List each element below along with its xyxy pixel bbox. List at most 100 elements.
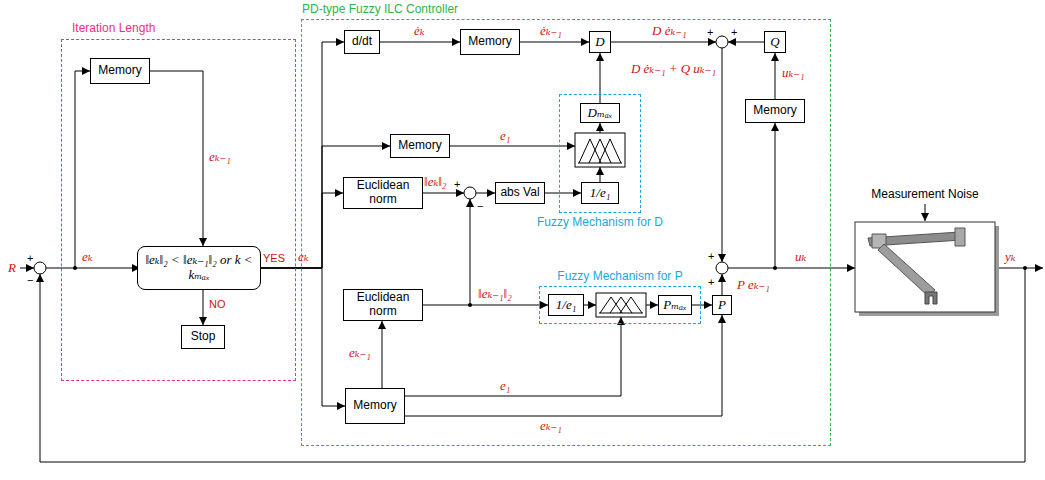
sum-junction [34, 262, 46, 274]
block-text: P [718, 298, 726, 313]
signal-label: D ėₖ₋₁ [652, 24, 687, 38]
signal-connector [150, 71, 203, 246]
iteration-group: Iteration LengthMemory‖eₖ‖₂ < ‖eₖ₋₁‖₂ or… [62, 40, 295, 380]
sum-sign: − [27, 274, 33, 286]
edge-label: uₖ₋₁ [782, 66, 805, 80]
block-text: Q [770, 35, 779, 50]
membership-triangles [599, 297, 643, 313]
junction-dot [773, 266, 777, 270]
gain-limit-block: Dₘₐₓ [580, 103, 620, 123]
signal-connector [520, 42, 589, 43]
block-text: D [595, 35, 604, 50]
signal-connector [382, 321, 383, 388]
signal-label: yₖ [1005, 250, 1016, 264]
fuzzy-membership-symbol [596, 293, 646, 317]
fuzzy-membership-symbol [575, 133, 625, 167]
gain-limit-block: Pₘₐₓ [658, 295, 692, 315]
wire [995, 268, 1043, 269]
signal-label: D ėₖ₋₁ + Q uₖ₋₁ [631, 62, 716, 76]
memory-block: Memory [745, 99, 805, 123]
wire [646, 305, 658, 306]
wire [20, 268, 34, 269]
sum-sign: + [708, 250, 714, 262]
block-text: Pₘₐₓ [663, 298, 686, 313]
noise-label: Measurement Noise [871, 188, 978, 201]
group-title: PD-type Fuzzy ILC Controller [302, 2, 458, 16]
wires [20, 36, 1043, 462]
block-text: abs Val [500, 186, 539, 200]
block-text: d/dt [352, 35, 372, 49]
robot-gripper [925, 292, 937, 304]
edge-label: eₖ₋₁ [209, 150, 231, 164]
sum-sign: + [27, 252, 33, 264]
sum-sign: + [454, 178, 460, 190]
edge-label: ‖eₖ₋₁‖₂ [478, 287, 512, 301]
edge-label: eₖ₋₁ [349, 346, 371, 360]
gain-block: P [712, 295, 732, 315]
memory-block: Memory [390, 134, 450, 158]
block-text: Memory [98, 64, 141, 78]
sum-junction [716, 36, 728, 48]
junction-dot [73, 266, 77, 270]
robot-arm [878, 244, 935, 296]
edge-label: YES [263, 252, 285, 264]
fuzzy-group: Fuzzy Mechanism for DDₘₐₓ1/e₁ [560, 95, 640, 212]
wire [722, 48, 723, 262]
wire [925, 204, 926, 221]
wire [584, 305, 596, 306]
normalise-block: 1/e₁ [548, 294, 584, 316]
sum-junction [464, 187, 476, 199]
edge-label: ėₖ₋₁ [540, 24, 562, 38]
block-text: ‖eₖ‖₂ < ‖eₖ₋₁‖₂ or k < kₘₐₓ [138, 253, 260, 283]
sum-junction [716, 262, 728, 274]
wire [405, 317, 621, 396]
group-title: Fuzzy Mechanism for P [557, 269, 682, 283]
wire [46, 268, 140, 269]
wire [470, 199, 471, 305]
group-title: Fuzzy Mechanism for D [537, 215, 663, 229]
memory-block: Memory [90, 58, 150, 84]
wire [450, 146, 575, 147]
controller-group: PD-type Fuzzy ILC Controllerd/dtMemoryDQ… [302, 20, 830, 445]
wire [75, 71, 90, 268]
filter-block: Q [764, 31, 786, 53]
signal-connector [775, 53, 776, 99]
symbol-box [575, 133, 625, 167]
signal-label: e₁ [500, 129, 510, 143]
derivative-block: d/dt [344, 30, 380, 54]
block-text: Euclidean norm [344, 179, 422, 207]
wire [420, 193, 464, 194]
signal-connector [600, 53, 601, 103]
plant-box [855, 222, 995, 312]
decision-box: ‖eₖ‖₂ < ‖eₖ₋₁‖₂ or k < kₘₐₓ [137, 246, 261, 290]
wire [728, 268, 855, 269]
signal-connector [405, 315, 722, 416]
signal-label: e₁ [500, 379, 510, 393]
sum-sign: + [707, 26, 713, 38]
memory-block: Memory [460, 29, 520, 55]
block-text: Dₘₐₓ [588, 106, 613, 121]
signal-label: R [8, 261, 16, 275]
robot-bracket [955, 228, 965, 246]
block-text: 1/e₁ [556, 298, 576, 313]
signal-connector [261, 268, 345, 406]
sum-sign: + [731, 26, 737, 38]
signal-connector [692, 305, 712, 306]
symbol-box [596, 293, 646, 317]
wire [600, 123, 601, 133]
wire [476, 193, 495, 194]
block-text: 1/e₁ [590, 186, 610, 201]
sum-sign: + [708, 276, 714, 288]
abs-block: abs Val [495, 182, 545, 204]
signal-label: uₖ [795, 250, 806, 264]
norm-block: Euclidean norm [343, 177, 423, 209]
sum-sign: − [477, 200, 483, 212]
signal-connector [380, 42, 460, 43]
normalise-block: 1/e₁ [581, 182, 619, 204]
group-title: Iteration Length [72, 21, 155, 35]
fuzzy-group: Fuzzy Mechanism for P1/e₁Pₘₐₓ [540, 287, 700, 323]
signal-connector [423, 305, 548, 306]
